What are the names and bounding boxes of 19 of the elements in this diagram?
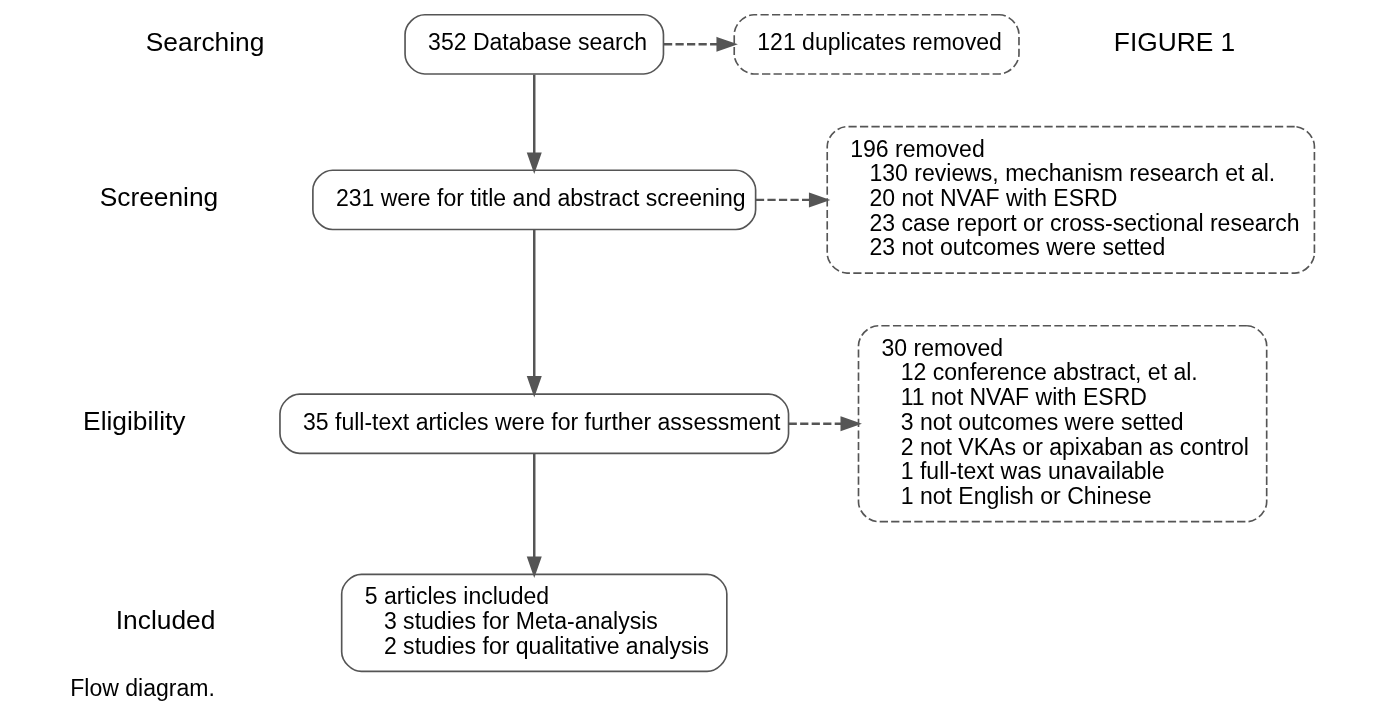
- label: Searching: [145, 26, 265, 57]
- arrow: [526, 453, 542, 579]
- label: Eligibility: [83, 405, 186, 436]
- node-box: 196 removed 130 reviews, mechanism research et al. 20 not NVAF with ESRD 23 case report or cross-sectional research 23 not outcomes were setted: [826, 125, 1316, 274]
- label: FIGURE 1: [1113, 26, 1236, 57]
- node-box: 30 removed 12 conference abstract, et al. 11 not NVAF with ESRD 3 not outcomes were setted 2 not VKAs or apixaban as control 1 full-text was unavailable 1 not English or Chinese: [857, 324, 1268, 523]
- arrow: [788, 416, 862, 432]
- arrow: [755, 192, 831, 208]
- node-box: 35 full-text articles were for further assessment: [279, 393, 790, 455]
- node-box: 121 duplicates removed: [733, 13, 1020, 75]
- label: Screening: [99, 182, 219, 213]
- node-box: 352 Database search: [404, 13, 665, 75]
- arrow: [526, 229, 542, 398]
- arrow: [526, 74, 542, 174]
- caption: Flow diagram.: [70, 675, 215, 702]
- label: Included: [115, 605, 216, 636]
- node-box: 231 were for title and abstract screening: [312, 169, 757, 231]
- node-box: 5 articles included 3 studies for Meta-analysis 2 studies for qualitative analysis: [340, 573, 728, 673]
- arrow: [663, 36, 738, 52]
